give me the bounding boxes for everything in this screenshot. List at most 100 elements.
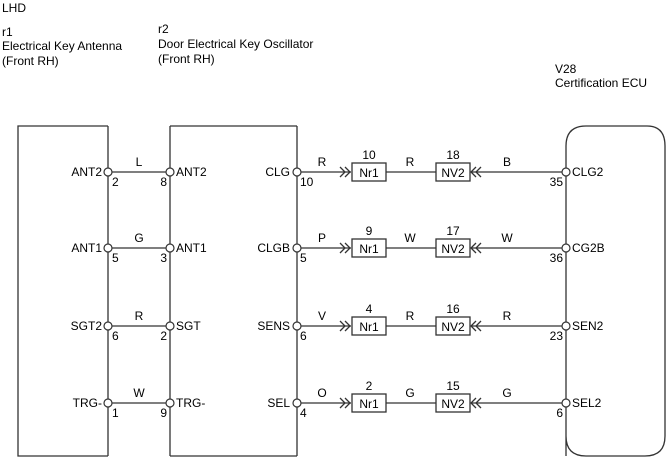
v28-terminal-name: SEN2	[572, 319, 604, 333]
connector-arrow-icon	[344, 320, 351, 332]
r1-pin-terminal	[103, 243, 113, 253]
connector-arrow-icon	[344, 397, 351, 409]
r2-pin-number: 5	[300, 251, 307, 265]
connector-arrow-icon	[344, 166, 351, 178]
r2-terminal-name: SEL	[267, 396, 290, 410]
drive-side-label: LHD	[2, 1, 27, 15]
v28-pin-number: 35	[550, 175, 564, 189]
v28-code: V28	[555, 62, 577, 76]
r1-connector-body	[17, 125, 108, 457]
r2-pin-number: 2	[160, 329, 167, 343]
connector-arrow-icon	[344, 242, 351, 254]
r1-code: r1	[2, 25, 13, 39]
wire-color-label: R	[135, 309, 144, 323]
r2-pin-terminal	[165, 321, 175, 331]
wire-color-label: W	[404, 231, 416, 245]
junction-connector-name: Nr1	[359, 242, 379, 256]
r2-terminal-name: SGT	[176, 319, 201, 333]
junction-connector-box	[435, 393, 471, 413]
junction-connector-pin: 9	[366, 224, 373, 238]
r2-terminal-name: CLG	[265, 165, 290, 179]
junction-connector-pin: 16	[446, 302, 460, 316]
r2-code: r2	[158, 22, 169, 36]
wire-color-label: B	[503, 155, 511, 169]
r2-pin-number: 4	[300, 406, 307, 420]
v28-terminal-name: CLG2	[572, 165, 604, 179]
r1-terminal-name: TRG-	[73, 396, 102, 410]
junction-connector-pin: 4	[366, 302, 373, 316]
junction-connector-name: Nr1	[359, 397, 379, 411]
connector-arrow-icon	[339, 320, 346, 332]
r1-pin-number: 1	[112, 406, 119, 420]
junction-connector-name: Nr1	[359, 320, 379, 334]
r1-pin-terminal	[103, 398, 113, 408]
wire-color-label: R	[318, 155, 327, 169]
v28-pin-number: 23	[550, 329, 564, 343]
r1-pin-number: 5	[112, 251, 119, 265]
r2-terminal-name: CLGB	[257, 241, 290, 255]
r1-pin-number: 6	[112, 329, 119, 343]
v28-pin-terminal	[561, 243, 571, 253]
wire-color-label: O	[317, 386, 326, 400]
junction-connector-box	[435, 316, 471, 336]
junction-connector-pin: 15	[446, 379, 460, 393]
r1-position: (Front RH)	[2, 54, 59, 68]
junction-connector-pin: 17	[446, 224, 460, 238]
r2-pin-number: 3	[160, 251, 167, 265]
junction-connector-pin: 10	[362, 148, 376, 162]
v28-ecu-body	[565, 125, 666, 457]
wire-color-label: G	[405, 386, 414, 400]
r2-terminal-name: TRG-	[176, 396, 205, 410]
r1-pin-terminal	[103, 321, 113, 331]
v28-name: Certification ECU	[555, 76, 648, 90]
wire-color-label: W	[133, 386, 145, 400]
junction-connector-name: NV2	[441, 320, 465, 334]
r2-pin-terminal	[165, 398, 175, 408]
wire-color-label: R	[406, 309, 415, 323]
wire-color-label: W	[501, 231, 513, 245]
wire-color-label: G	[502, 386, 511, 400]
r2-name: Door Electrical Key Oscillator	[158, 37, 314, 51]
wire-color-label: R	[503, 309, 512, 323]
junction-connector-box	[435, 162, 471, 182]
junction-connector-pin: 18	[446, 148, 460, 162]
junction-connector-name: Nr1	[359, 166, 379, 180]
junction-connector-box	[435, 238, 471, 258]
v28-pin-terminal	[561, 398, 571, 408]
wire-color-label: L	[136, 155, 143, 169]
wire-color-label: V	[318, 309, 326, 323]
r1-name: Electrical Key Antenna	[2, 39, 123, 53]
r2-pin-terminal	[165, 167, 175, 177]
r2-pin-number: 8	[160, 175, 167, 189]
junction-connector-name: NV2	[441, 166, 465, 180]
r2-terminal-name: SENS	[257, 319, 290, 333]
r1-pin-terminal	[103, 167, 113, 177]
r2-pin-number: 10	[300, 175, 314, 189]
v28-pin-number: 6	[556, 406, 563, 420]
v28-pin-number: 36	[550, 251, 564, 265]
v28-terminal-name: SEL2	[572, 396, 602, 410]
r1-pin-number: 2	[112, 175, 119, 189]
connector-arrow-icon	[339, 397, 346, 409]
v28-terminal-name: CG2B	[572, 241, 605, 255]
wire-color-label: R	[406, 155, 415, 169]
wire-color-label: G	[134, 231, 143, 245]
r1-terminal-name: ANT2	[71, 165, 102, 179]
connector-arrow-icon	[339, 166, 346, 178]
junction-connector-name: NV2	[441, 397, 465, 411]
connector-arrow-icon	[339, 242, 346, 254]
junction-connector-pin: 2	[366, 379, 373, 393]
r1-terminal-name: ANT1	[71, 241, 102, 255]
r2-pin-terminal	[165, 243, 175, 253]
wire-color-label: P	[318, 231, 326, 245]
r2-pin-number: 9	[160, 406, 167, 420]
v28-pin-terminal	[561, 321, 571, 331]
r1-terminal-name: SGT2	[71, 319, 103, 333]
junction-connector-name: NV2	[441, 242, 465, 256]
r2-terminal-name: ANT1	[176, 241, 207, 255]
v28-pin-terminal	[561, 167, 571, 177]
r2-position: (Front RH)	[158, 52, 215, 66]
r2-terminal-name: ANT2	[176, 165, 207, 179]
r2-pin-number: 6	[300, 329, 307, 343]
